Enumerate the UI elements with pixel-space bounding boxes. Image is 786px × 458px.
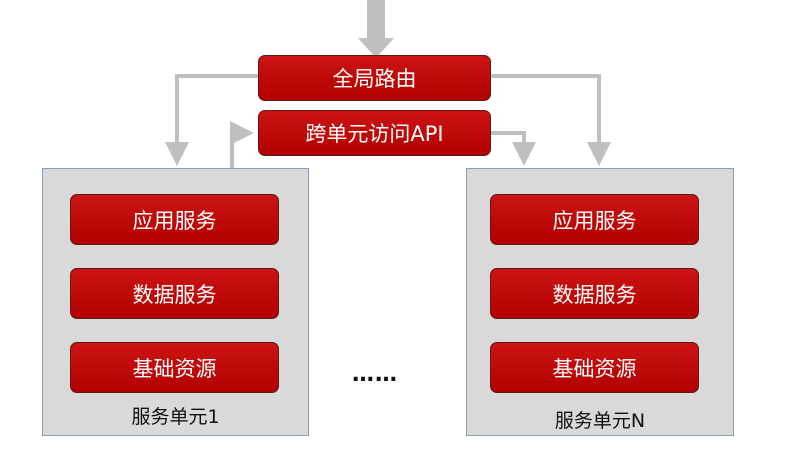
unit1-label: 服务单元1 <box>131 406 220 428</box>
cross-unit-api-box: 跨单元访问API <box>258 110 491 156</box>
unitN-app-service-label: 应用服务 <box>552 208 637 233</box>
unit1-data-service: 数据服务 <box>70 268 279 319</box>
arrow-unit1-to-api <box>230 121 254 168</box>
unit1-app-service-label: 应用服务 <box>132 208 217 233</box>
unitN-data-service: 数据服务 <box>490 268 699 319</box>
unit1-base-resource: 基础资源 <box>70 342 279 393</box>
arrow-routing-to-unitN <box>491 74 611 166</box>
unitN-app-service: 应用服务 <box>490 194 699 245</box>
arrow-api-to-unitN <box>491 131 536 166</box>
unitN-data-service-label: 数据服务 <box>552 282 637 307</box>
unit1-base-resource-label: 基础资源 <box>132 356 217 381</box>
unit1-app-service: 应用服务 <box>70 194 279 245</box>
more-units-ellipsis: …… <box>352 362 398 387</box>
unitN-base-resource-label: 基础资源 <box>552 356 637 381</box>
unit1-data-service-label: 数据服务 <box>132 282 217 307</box>
global-routing-label: 全局路由 <box>332 67 417 91</box>
incoming-arrow <box>358 0 394 58</box>
unitN-base-resource: 基础资源 <box>490 342 699 393</box>
unitN-label: 服务单元N <box>554 410 646 432</box>
global-routing-box: 全局路由 <box>258 55 491 101</box>
arrow-routing-to-unit1 <box>165 74 258 166</box>
cross-unit-api-label: 跨单元访问API <box>305 122 444 146</box>
